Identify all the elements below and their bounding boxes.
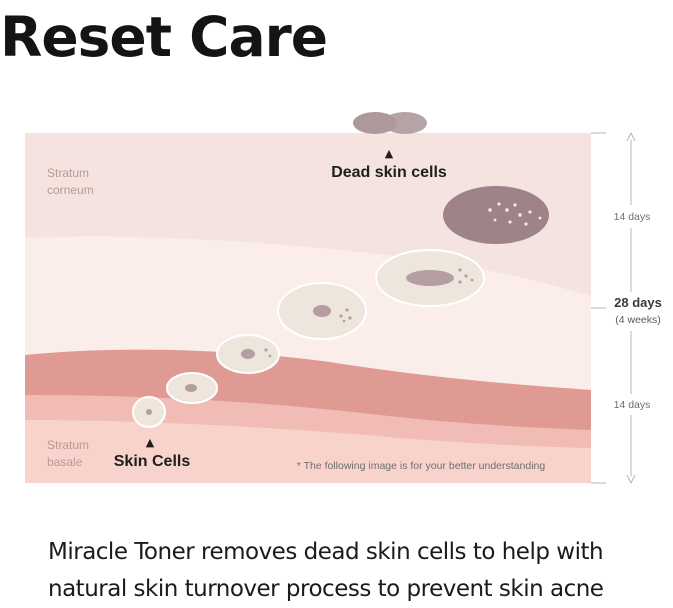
cell-stage-3 (216, 334, 280, 374)
layer-band-bottom (25, 420, 591, 483)
layer-label-basale: Stratum basale (47, 438, 92, 469)
arrow-down-icon (626, 474, 636, 485)
timeline-scale (591, 131, 636, 485)
days-total-sub-label: (4 weeks) (615, 314, 661, 326)
cell-stage-1 (132, 396, 166, 428)
page-title: Reset Care (0, 5, 328, 69)
footnote: * The following image is for your better… (297, 460, 546, 472)
cell-stage-5 (375, 249, 485, 307)
layer-label-corneum: Stratum corneum (47, 166, 94, 197)
cell-stage-6 (443, 186, 549, 244)
arrow-up-icon (626, 131, 636, 142)
arrow-up-icon: ▲ (385, 147, 394, 160)
dead-skin-cells-label: Dead skin cells (331, 164, 447, 181)
cell-stage-4 (277, 282, 367, 340)
dead-cell-right (383, 112, 427, 134)
description-text: Miracle Toner removes dead skin cells to… (48, 539, 604, 602)
skin-cells-label: Skin Cells (114, 453, 191, 470)
days-lower-label: 14 days (614, 399, 651, 411)
arrow-up-icon: ▲ (146, 436, 155, 449)
days-upper-label: 14 days (614, 211, 651, 223)
cell-stage-2 (166, 372, 218, 404)
days-total-label: 28 days (614, 295, 662, 310)
